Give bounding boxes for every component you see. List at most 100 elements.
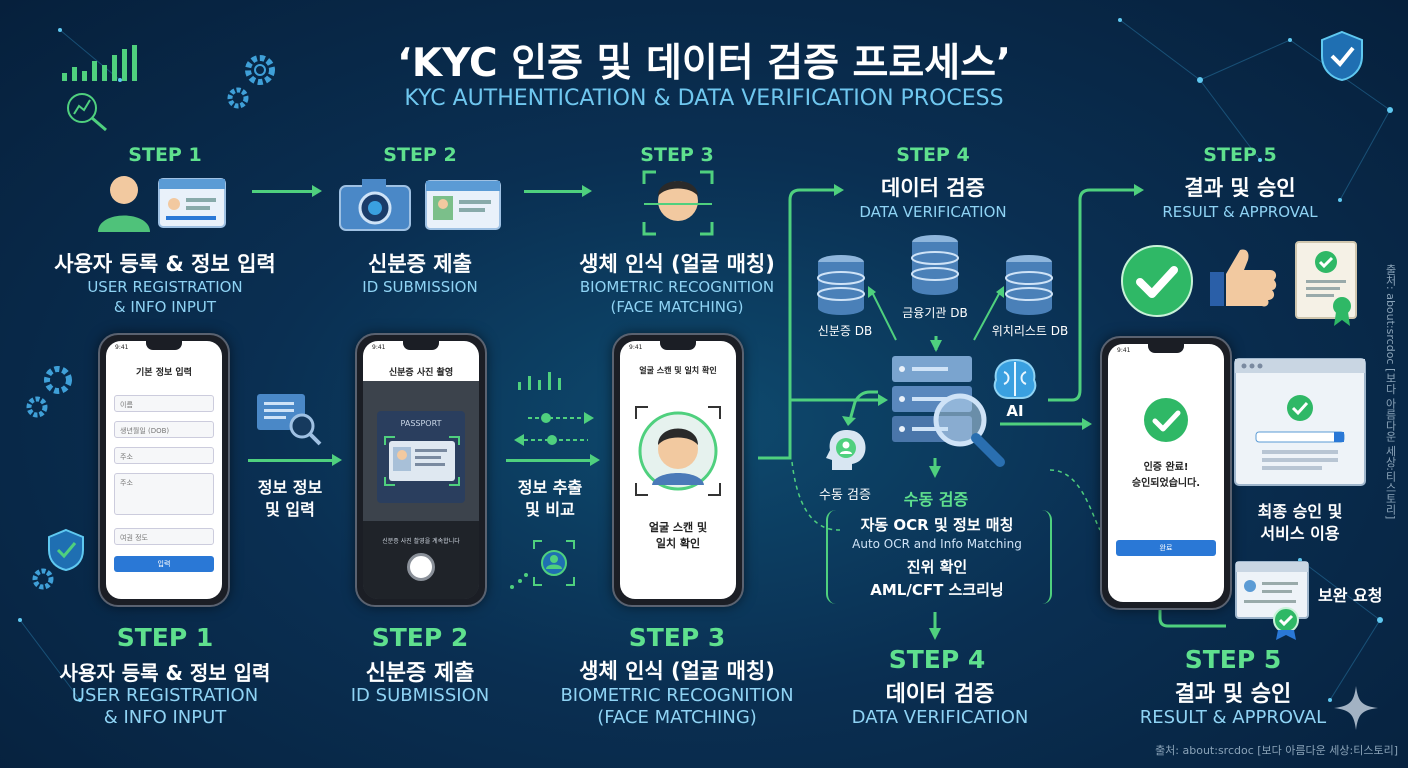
extract-label-1: 정보 추출 — [517, 478, 583, 497]
financial-db-icon — [911, 235, 959, 295]
status-time: 9:41 — [115, 344, 129, 351]
info-input-label-1: 정보 정보 — [257, 478, 323, 497]
document-search-icon — [257, 394, 322, 446]
phone-step1: 9:41 기본 정보 입력 이름 생년월일 (DOB) 주소 주소 여권 정도 … — [98, 333, 230, 607]
done-button[interactable]: 완료 — [1116, 540, 1216, 556]
gear-icon — [32, 568, 54, 590]
step1-top-en2: & INFO INPUT — [113, 298, 217, 316]
phone-step3: 9:41 얼굴 스캔 및 일치 확인 얼굴 스캔 및 일치 확인 — [612, 333, 744, 607]
gear-icon — [26, 396, 48, 418]
id-db-icon — [817, 255, 865, 315]
address-field[interactable]: 주소 — [114, 447, 214, 464]
select-field[interactable]: 여권 정도 — [114, 528, 214, 545]
facescan-caption-1: 얼굴 스캔 및 — [648, 521, 708, 534]
thumbs-up-icon — [1210, 249, 1277, 307]
step1-bottom-label: STEP 1 — [116, 623, 214, 652]
status-time: 9:41 — [372, 344, 386, 351]
flow-arrow — [506, 454, 600, 466]
final-approval-label-2: 서비스 이용 — [1260, 524, 1340, 543]
facescan-title: 얼굴 스캔 및 일치 확인 — [639, 366, 717, 375]
shield-check-icon — [1321, 30, 1363, 82]
step3-top-en2: (FACE MATCHING) — [610, 298, 744, 316]
ai-label: AI — [1006, 402, 1024, 420]
step2-bottom-label: STEP 2 — [371, 623, 469, 652]
face-scan-icon — [642, 170, 714, 236]
step3-bottom-en1: BIOMETRIC RECOGNITION — [560, 685, 794, 706]
id-db-label: 신분증 DB — [817, 324, 873, 338]
step2-top-title: 신분증 제출 — [368, 252, 472, 276]
step4-top-label: STEP 4 — [896, 144, 970, 166]
camera-title: 신분증 사진 촬영 — [388, 368, 454, 378]
server-search-icon — [892, 356, 1005, 467]
phone-step5: 9:41 인증 완료! 승인되었습니다. 완료 — [1100, 336, 1232, 610]
step2-bottom-title: 신분증 제출 — [365, 661, 475, 686]
submit-button[interactable]: 입력 — [114, 556, 214, 572]
data-compare-icon — [514, 372, 594, 446]
sparkle-icon — [1334, 686, 1378, 730]
process-line-4: AML/CFT 스크리닝 — [870, 581, 1004, 599]
step2-bottom-en1: ID SUBMISSION — [350, 685, 490, 706]
source-vertical: 출처: about:srcdoc [보다 아름다운 세상:티스토리] — [1384, 264, 1397, 520]
success-message-2: 승인되었습니다. — [1131, 478, 1201, 489]
step4-top-title: 데이터 검증 — [881, 176, 985, 200]
status-time: 9:41 — [629, 344, 643, 351]
process-line-1: 자동 OCR 및 정보 매칭 — [860, 516, 1014, 534]
step3-top-title: 생체 인식 (얼굴 매칭) — [579, 252, 775, 276]
final-approval-label-1: 최종 승인 및 — [1257, 502, 1343, 521]
phone-step2: 9:41 신분증 사진 촬영 PASSPORT 신분증 사진 촬영을 계속합니다 — [355, 333, 487, 607]
supplement-request-label: 보완 요청 — [1318, 586, 1383, 605]
flow-arrow — [248, 454, 342, 466]
facescan-caption-2: 일치 확인 — [655, 537, 701, 550]
address-detail-field[interactable]: 주소 — [114, 473, 214, 515]
check-circle-icon — [1144, 398, 1188, 442]
form-title: 기본 정보 입력 — [136, 368, 192, 378]
info-input-label-2: 및 입력 — [265, 500, 315, 519]
user-scan-icon — [510, 540, 575, 589]
step3-bottom-title: 생체 인식 (얼굴 매칭) — [579, 659, 775, 683]
source-bottom: 출처: about:srcdoc [보다 아름다운 세상:티스토리] — [1155, 744, 1398, 757]
name-field[interactable]: 이름 — [114, 395, 214, 412]
gear-icon — [227, 87, 249, 109]
step4-bottom-label: STEP 4 — [888, 645, 986, 674]
page-title: ‘KYC 인증 및 데이터 검증 프로세스’ — [397, 41, 1011, 86]
extract-label-2: 및 비교 — [525, 500, 575, 519]
gear-icon — [44, 366, 72, 394]
financial-db-label: 금융기관 DB — [902, 306, 968, 320]
watchlist-db-label: 위치리스트 DB — [991, 324, 1069, 338]
certificate-icon — [1295, 241, 1357, 326]
passport-label: PASSPORT — [400, 419, 442, 428]
step3-top-label: STEP 3 — [640, 144, 714, 166]
face-scan-frame — [635, 406, 721, 496]
browser-window-icon — [1234, 358, 1366, 486]
shield-check-icon — [48, 528, 84, 572]
id-card-icon — [158, 178, 226, 228]
watchlist-db-icon — [1005, 255, 1053, 315]
status-time: 9:41 — [1117, 347, 1131, 354]
step1-bottom-en1: USER REGISTRATION — [71, 685, 259, 706]
step1-top-label: STEP 1 — [128, 144, 202, 166]
shutter-button[interactable] — [407, 553, 435, 581]
step5-top-label: STEP 5 — [1203, 144, 1277, 166]
dob-field[interactable]: 생년월일 (DOB) — [114, 421, 214, 438]
ai-brain-icon — [993, 358, 1037, 399]
process-line-3: 진위 확인 — [906, 558, 968, 576]
step3-bottom-label: STEP 3 — [628, 623, 726, 652]
bar-chart-icon — [62, 45, 137, 81]
process-box — [826, 510, 1052, 604]
step3-top-en1: BIOMETRIC RECOGNITION — [579, 278, 775, 296]
manual-verify-label: 수동 검증 — [903, 490, 969, 509]
success-message-1: 인증 완료! — [1143, 462, 1189, 473]
step5-top-title: 결과 및 승인 — [1184, 176, 1296, 200]
step2-top-en1: ID SUBMISSION — [362, 278, 478, 296]
gear-icon — [245, 55, 275, 85]
step1-top-title: 사용자 등록 & 정보 입력 — [54, 252, 276, 276]
magnifier-chart-icon — [67, 93, 107, 132]
id-card-icon — [384, 436, 460, 486]
check-circle-icon — [1121, 245, 1193, 317]
page-subtitle: KYC AUTHENTICATION & DATA VERIFICATION P… — [404, 86, 1004, 111]
step5-top-en: RESULT & APPROVAL — [1162, 203, 1318, 221]
step1-bottom-title: 사용자 등록 & 정보 입력 — [59, 661, 271, 685]
step4-top-en: DATA VERIFICATION — [859, 203, 1007, 221]
